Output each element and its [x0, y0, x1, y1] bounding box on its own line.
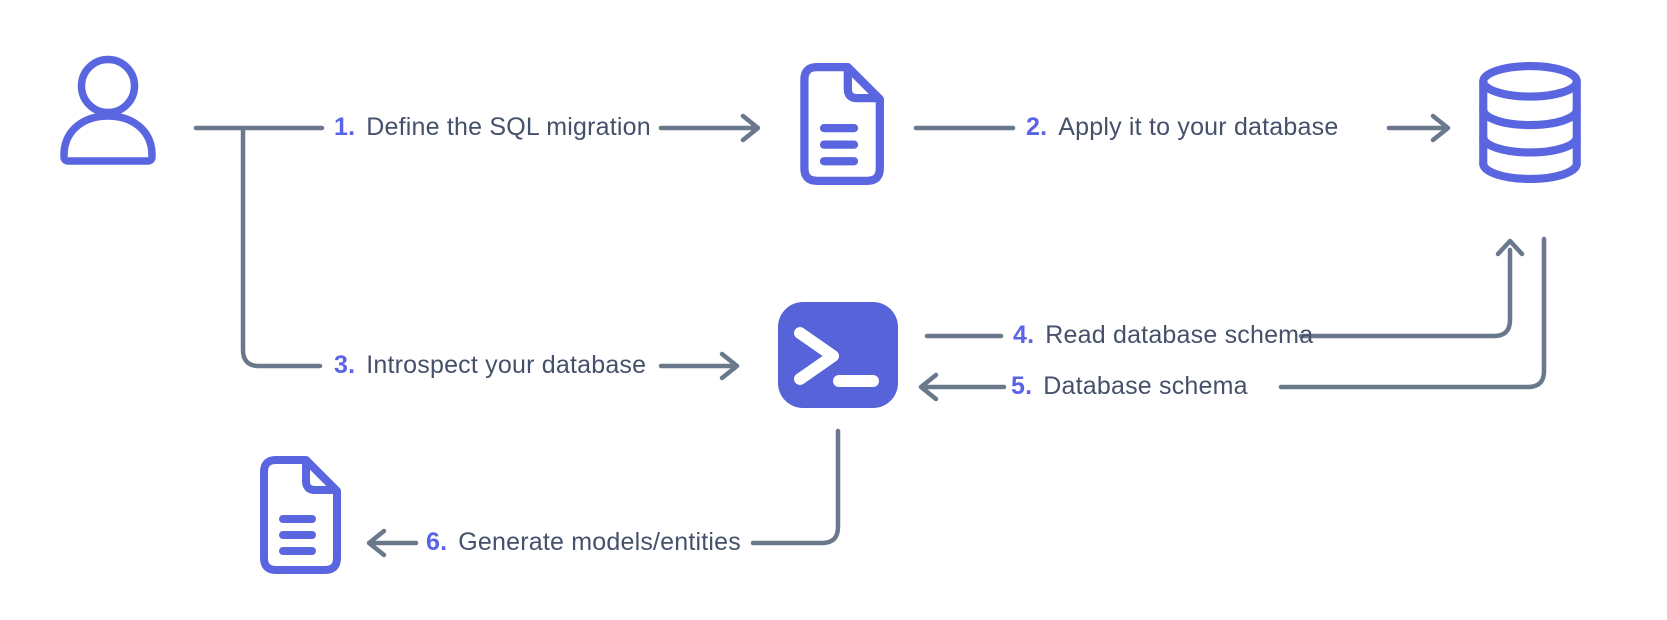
arrow-step3	[658, 351, 740, 381]
user-icon	[60, 55, 160, 167]
arrow-step2	[1386, 113, 1451, 143]
step-2-label: 2. Apply it to your database	[1026, 113, 1338, 142]
step-5-text: Database schema	[1043, 371, 1248, 400]
arrow-step5	[918, 372, 1007, 402]
step-2-text: Apply it to your database	[1058, 112, 1339, 141]
migration-file-icon	[792, 62, 885, 186]
line-step6-lead	[750, 428, 841, 546]
step-3-number: 3.	[334, 350, 356, 379]
step-3-label: 3. Introspect your database	[334, 351, 646, 380]
step-3-text: Introspect your database	[366, 350, 647, 379]
step-1-text: Define the SQL migration	[366, 112, 651, 141]
arrow-step6	[366, 528, 419, 558]
line-step5-tail	[1278, 236, 1547, 390]
step-4-label: 4. Read database schema	[1013, 321, 1313, 350]
step-1-label: 1. Define the SQL migration	[334, 113, 651, 142]
step-6-number: 6.	[426, 527, 448, 556]
arrow-step1	[658, 113, 761, 143]
step-5-number: 5.	[1011, 371, 1033, 400]
step-4-text: Read database schema	[1045, 320, 1314, 349]
step-6-text: Generate models/entities	[458, 527, 741, 556]
line-step1-lead	[193, 125, 325, 369]
step-5-label: 5. Database schema	[1011, 372, 1248, 401]
step-4-number: 4.	[1013, 320, 1035, 349]
terminal-icon	[778, 302, 898, 408]
arrow-step4-up	[1298, 238, 1525, 339]
models-file-icon	[252, 455, 342, 575]
database-icon	[1474, 60, 1586, 184]
step-2-number: 2.	[1026, 112, 1048, 141]
step-1-number: 1.	[334, 112, 356, 141]
step-6-label: 6. Generate models/entities	[426, 528, 741, 557]
